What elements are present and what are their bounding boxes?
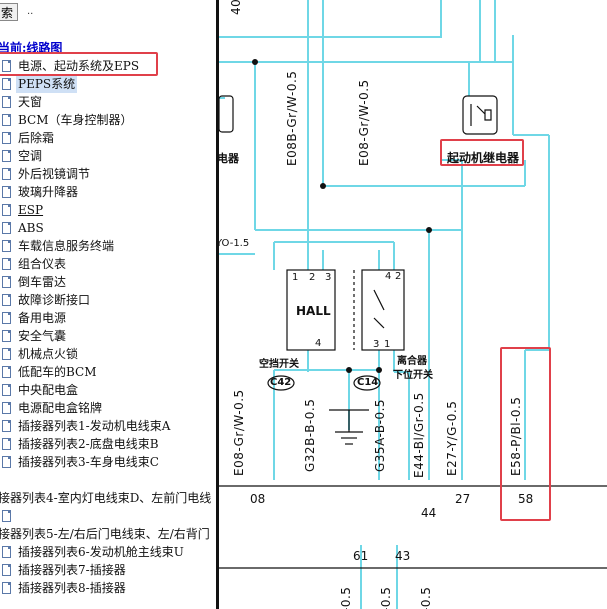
relay-highlight-box	[440, 139, 524, 166]
document-icon	[2, 564, 11, 576]
document-icon	[2, 60, 11, 72]
document-icon	[2, 186, 11, 198]
switch-pin-1: 1	[384, 339, 391, 350]
hall-pin-4: 4	[315, 338, 322, 349]
pin-44: 44	[421, 506, 437, 520]
document-icon	[2, 114, 11, 126]
document-icon	[2, 402, 11, 414]
top-number: 405	[229, 0, 243, 15]
hall-sensor-label: HALL	[296, 304, 331, 318]
bottom-wire-2: -0.5	[379, 586, 393, 609]
search-button[interactable]: 索	[0, 3, 18, 21]
clutch-label-2: 下位开关	[393, 370, 433, 381]
connector-c42: C42	[270, 377, 292, 388]
highlight-box	[0, 52, 158, 76]
hall-pin-1: 1	[292, 272, 299, 283]
switch-pin-3: 3	[373, 339, 380, 350]
starter-relay-label: 起动机继电器	[447, 151, 520, 165]
hall-pin-3: 3	[325, 272, 332, 283]
document-icon	[2, 222, 11, 234]
document-icon	[2, 330, 11, 342]
pin-61: 61	[353, 549, 369, 563]
document-icon	[2, 384, 11, 396]
document-icon	[2, 456, 11, 468]
wiring-diagram: 405 电器 起动机继电器 E08B-Gr/W-0.5 E08-Gr/W-0.5…	[219, 0, 607, 609]
hall-pin-2: 2	[309, 272, 316, 283]
document-icon	[2, 366, 11, 378]
document-icon	[2, 96, 11, 108]
document-icon	[2, 420, 11, 432]
document-icon	[2, 582, 11, 594]
wire-highlight-box	[500, 347, 551, 521]
document-icon	[2, 78, 11, 90]
pin-27: 27	[455, 492, 471, 506]
bottom-wire-3: -0.5	[419, 586, 433, 609]
document-icon	[2, 510, 11, 522]
wire-e08-lower-label: E08-Gr/W-0.5	[232, 389, 246, 476]
document-icon	[2, 240, 11, 252]
document-icon	[2, 312, 11, 324]
document-icon	[2, 276, 11, 288]
sidebar: 索 .. 当前:线路图 电源、起动系统及EPS PEPS系统 天窗 BCM（车身…	[0, 0, 216, 609]
wire-g35a-label: G35A-B-0.5	[373, 398, 387, 472]
relay-label-left: 电器	[219, 152, 239, 165]
pin-08: 08	[250, 492, 266, 506]
document-icon	[2, 438, 11, 450]
document-icon	[2, 204, 11, 216]
document-icon	[2, 348, 11, 360]
document-icon	[2, 132, 11, 144]
neutral-switch-label: 空挡开关	[259, 359, 299, 370]
wire-e44-label: E44-Bl/Gr-0.5	[412, 392, 426, 478]
bottom-wire-1: -0.5	[339, 586, 353, 609]
current-section-label[interactable]: 当前:线路图	[0, 41, 63, 55]
document-icon	[2, 546, 11, 558]
search-hint: ..	[27, 6, 34, 17]
clutch-label-1: 离合器	[397, 356, 427, 367]
document-icon	[2, 168, 11, 180]
switch-pin-2: 2	[395, 271, 402, 282]
diagram-canvas	[219, 0, 607, 609]
pane-divider[interactable]	[216, 0, 219, 609]
connector-c14: C14	[357, 377, 379, 388]
wire-g32b-label: G32B-B-0.5	[303, 398, 317, 472]
switch-pin-4: 4	[385, 271, 392, 282]
pin-43: 43	[395, 549, 411, 563]
wire-e08-label: E08-Gr/W-0.5	[357, 79, 371, 166]
document-icon	[2, 150, 11, 162]
document-icon	[2, 258, 11, 270]
pin-58: 58	[518, 492, 534, 506]
wire-e08b-label: E08B-Gr/W-0.5	[285, 70, 299, 166]
document-icon	[2, 294, 11, 306]
wire-e27-label: E27-Y/G-0.5	[445, 400, 459, 476]
wire-yo-label: YO-1.5	[219, 238, 250, 249]
